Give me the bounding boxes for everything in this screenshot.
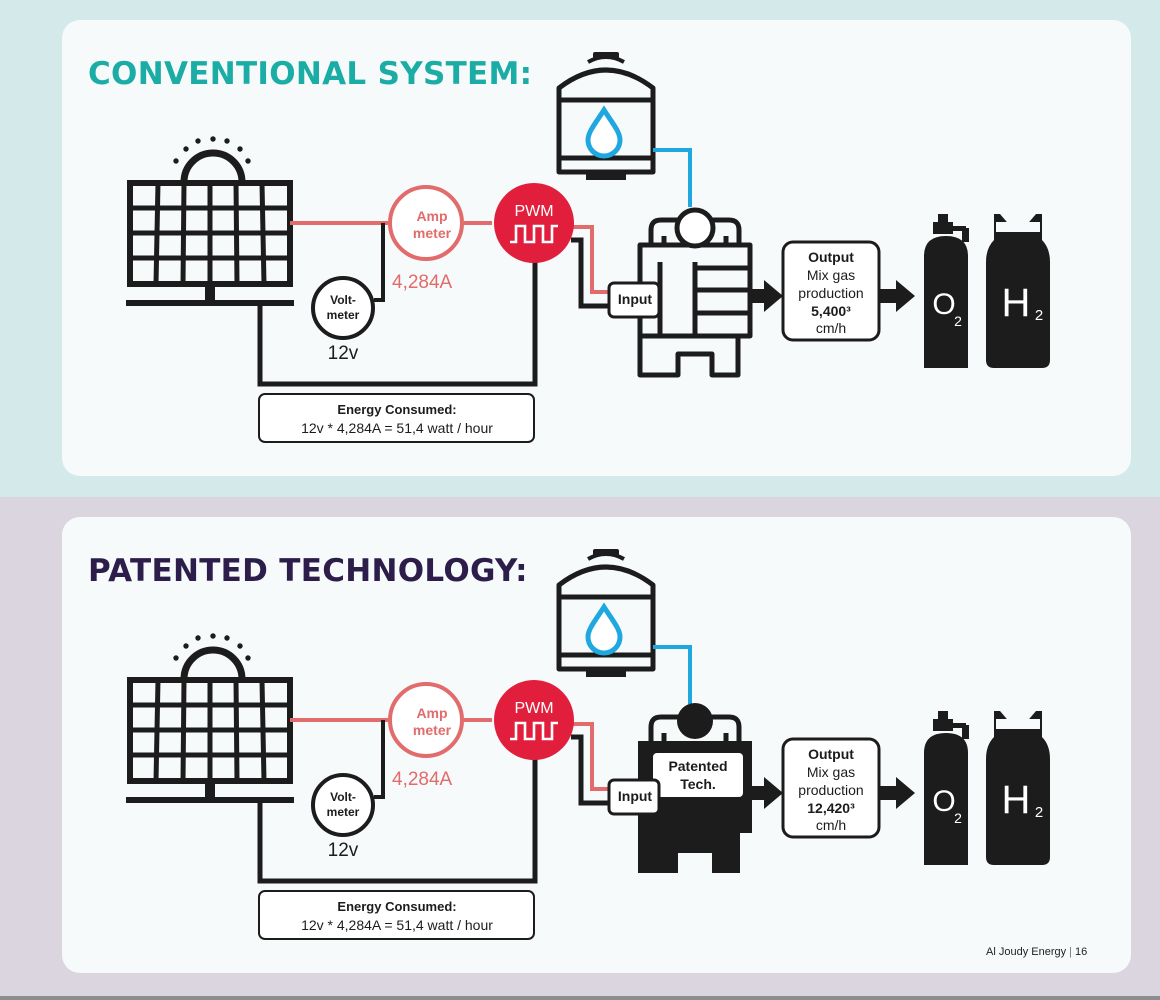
output-line2: production [798, 285, 863, 301]
output-value: 12,420³ [807, 800, 855, 816]
oxygen-cylinder-icon: O 2 [924, 711, 969, 865]
electrolyzer-icon [637, 207, 753, 378]
output-unit: cm/h [816, 320, 846, 336]
water-drop-icon [585, 602, 623, 656]
energy-consumed-formula: 12v * 4,284A = 51,4 watt / hour [301, 420, 493, 436]
circuit-wires [257, 221, 609, 387]
pwm-controller: PWM [494, 680, 574, 760]
output-line1: Mix gas [807, 764, 855, 780]
pwm-controller: PWM [494, 183, 574, 263]
ammeter-label-line2: meter [413, 225, 452, 241]
footer: Al Joudy Energy|16 [986, 946, 1088, 958]
patented-electrolyzer-icon: Patented Tech. [638, 703, 752, 873]
ammeter-reading: 4,284A [392, 272, 453, 293]
flow-arrow-icon [752, 777, 783, 809]
energy-consumed-box [258, 393, 535, 443]
solar-panel-icon [126, 136, 294, 306]
ammeter-label-line1: Amp [416, 208, 447, 224]
patented-technology-panel: Amp meter 4,284A Volt- meter 12v PWM [62, 517, 1131, 973]
patented-tech-label-box [653, 753, 743, 797]
circuit-wires [257, 718, 609, 884]
conventional-system-title: CONVENTIONAL SYSTEM: [88, 56, 533, 92]
energy-consumed-formula: 12v * 4,284A = 51,4 watt / hour [301, 917, 493, 933]
input-label: Input [618, 788, 653, 804]
water-drop-icon [585, 105, 623, 159]
water-tank-icon [556, 549, 656, 677]
pwm-label: PWM [514, 700, 553, 717]
output-unit: cm/h [816, 817, 846, 833]
voltmeter-reading: 12v [328, 343, 359, 364]
ammeter: Amp meter [388, 682, 464, 758]
h2-subscript: 2 [1035, 804, 1043, 821]
h2-subscript: 2 [1035, 307, 1043, 324]
input-box [607, 281, 661, 319]
output-box [781, 240, 881, 342]
ammeter-label-line1: Amp [416, 705, 447, 721]
ammeter-reading: 4,284A [392, 769, 453, 790]
pulse-wave-icon [510, 721, 558, 741]
flow-arrow-icon [880, 777, 915, 809]
o2-symbol: O [932, 288, 955, 321]
output-title: Output [808, 249, 854, 265]
pwm-label: PWM [514, 203, 553, 220]
patented-diagram: Amp meter 4,284A Volt- meter 12v PWM [126, 549, 1050, 940]
page-number: 16 [1074, 946, 1088, 958]
voltmeter-label-line1: Volt- [330, 790, 356, 804]
input-label: Input [618, 291, 653, 307]
voltmeter: Volt- meter [311, 773, 375, 837]
output-value: 5,400³ [811, 303, 851, 319]
o2-subscript: 2 [954, 810, 962, 826]
input-box [607, 778, 661, 816]
patented-tech-label-line1: Patented [668, 758, 727, 774]
voltmeter-label-line2: meter [327, 308, 360, 322]
voltmeter-reading: 12v [328, 840, 359, 861]
pulse-wave-icon [510, 224, 558, 244]
oxygen-cylinder-icon: O 2 [924, 214, 969, 368]
hydrogen-cylinder-icon: H 2 [986, 214, 1050, 368]
h2-symbol: H [1002, 778, 1031, 822]
ammeter: Amp meter [388, 185, 464, 261]
energy-consumed-title: Energy Consumed: [337, 899, 456, 914]
energy-consumed-box [258, 890, 535, 940]
ammeter-label-line2: meter [413, 722, 452, 738]
patented-tech-label-line2: Tech. [680, 776, 716, 792]
water-tank-icon [556, 52, 656, 180]
footer-brand: Al Joudy Energy [986, 946, 1067, 958]
output-line2: production [798, 782, 863, 798]
output-box [781, 737, 881, 839]
conventional-diagram: Amp meter 4,284A Volt- meter 12v PWM [126, 52, 1050, 443]
o2-subscript: 2 [954, 313, 962, 329]
bottom-rule [0, 996, 1160, 1000]
voltmeter-label-line1: Volt- [330, 293, 356, 307]
hydrogen-cylinder-icon: H 2 [986, 711, 1050, 865]
voltmeter-label-line2: meter [327, 805, 360, 819]
o2-symbol: O [932, 785, 955, 818]
energy-consumed-title: Energy Consumed: [337, 402, 456, 417]
solar-panel-icon [126, 633, 294, 803]
h2-symbol: H [1002, 281, 1031, 325]
voltmeter: Volt- meter [311, 276, 375, 340]
conventional-system-panel: Amp meter 4,284A Volt- meter 12v PWM [62, 20, 1131, 476]
flow-arrow-icon [880, 280, 915, 312]
flow-arrow-icon [750, 280, 783, 312]
output-line1: Mix gas [807, 267, 855, 283]
output-title: Output [808, 746, 854, 762]
patented-technology-title: PATENTED TECHNOLOGY: [88, 553, 528, 589]
